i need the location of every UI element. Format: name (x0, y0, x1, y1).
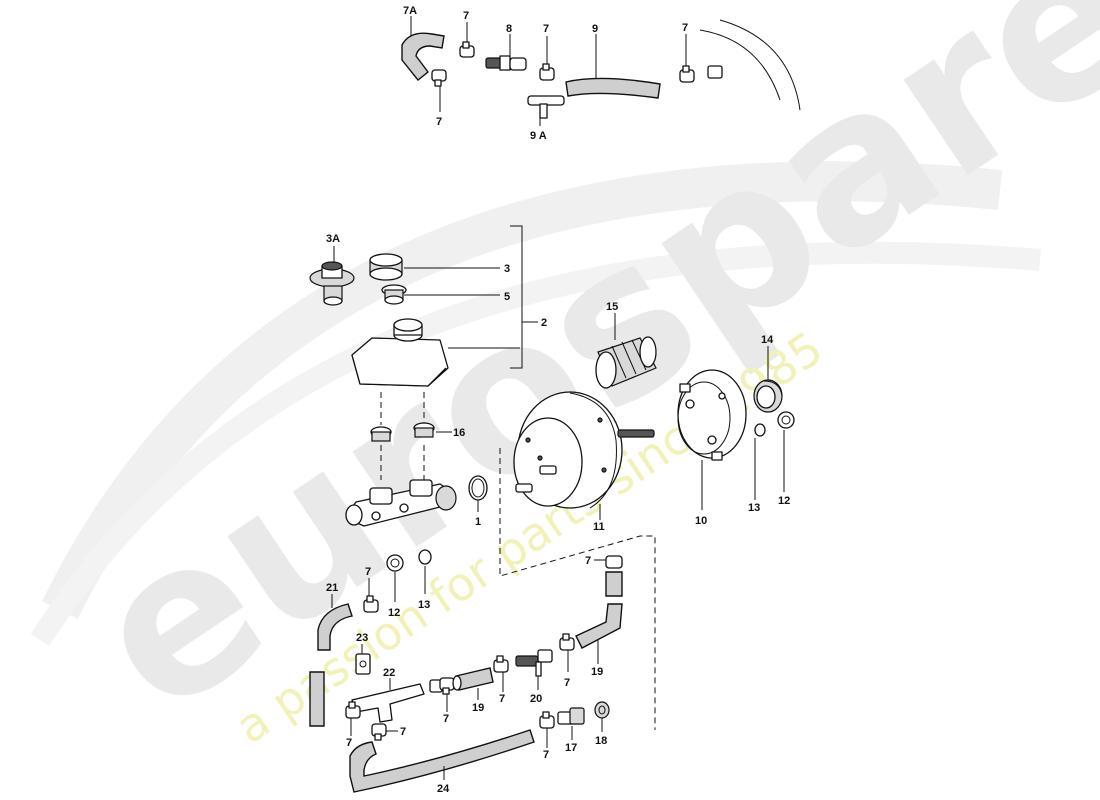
mounting-plate-10 (677, 369, 747, 461)
label-13: 13 (748, 502, 760, 514)
label-2: 2 (541, 317, 547, 329)
brake-booster-11 (513, 391, 655, 509)
connector-8 (485, 55, 527, 71)
seal-14 (753, 379, 783, 413)
grommet-18 (594, 701, 610, 719)
nut-12 (386, 554, 404, 572)
label-7: 7 (564, 677, 570, 689)
reservoir-group: 3A 3 5 2 (309, 225, 547, 387)
label-15: 15 (606, 301, 618, 313)
label-12: 12 (778, 495, 790, 507)
label-7: 7 (400, 726, 406, 738)
hose-clamp (371, 723, 387, 741)
cap-3 (369, 253, 403, 281)
hose-segment (605, 571, 623, 597)
hose-clamp (493, 655, 509, 673)
hose-24 (349, 729, 535, 793)
label-1: 1 (475, 516, 481, 528)
label-7: 7 (499, 693, 505, 705)
label-17: 17 (565, 742, 577, 754)
label-7: 7 (585, 555, 591, 567)
label-9a: 9 A (530, 130, 547, 142)
label-3a: 3A (326, 233, 340, 245)
hose-clamp (539, 711, 555, 729)
washer-13 (418, 549, 432, 565)
washer-13 (754, 423, 766, 437)
label-7: 7 (543, 23, 549, 35)
grommet-16 (413, 422, 435, 438)
label-7: 7 (463, 10, 469, 22)
hose-19 (455, 667, 494, 691)
hose-clamp (559, 633, 575, 651)
grommet-16 (370, 426, 392, 442)
hose-clamp (459, 41, 475, 58)
cap-with-sensor-3a (309, 261, 355, 306)
label-7: 7 (443, 713, 449, 725)
label-5: 5 (504, 291, 510, 303)
t-piece-9a (527, 95, 565, 119)
bellows-15 (595, 336, 657, 389)
label-11: 11 (593, 521, 605, 533)
label-7: 7 (543, 749, 549, 761)
label-22: 22 (383, 667, 395, 679)
connection-bracket (499, 448, 656, 730)
label-23: 23 (356, 632, 368, 644)
label-7: 7 (346, 737, 352, 749)
hose-segment (309, 671, 325, 727)
nut-12 (777, 411, 795, 429)
label-12: 12 (388, 607, 400, 619)
label-7: 7 (365, 566, 371, 578)
label-7: 7 (682, 22, 688, 34)
label-7: 7 (436, 116, 442, 128)
brake-booster-group: 15 11 10 (513, 301, 795, 533)
bracket-23 (355, 653, 371, 675)
master-cylinder-group: 16 1 (345, 392, 488, 528)
hose-clamp (363, 595, 379, 613)
label-20: 20 (530, 693, 542, 705)
bent-hose-19 (575, 603, 623, 649)
master-cylinder (345, 479, 457, 527)
label-19: 19 (591, 666, 603, 678)
label-3: 3 (504, 263, 510, 275)
hose-clamp (345, 701, 361, 719)
check-valve-20 (515, 649, 553, 677)
hose-clamp (439, 677, 455, 695)
label-10: 10 (695, 515, 707, 527)
t-connector-22 (351, 679, 443, 723)
bent-hose-7a (401, 32, 445, 81)
label-13: 13 (418, 599, 430, 611)
hose-clamp (605, 555, 623, 569)
reservoir-tank-2 (351, 318, 449, 387)
label-16: 16 (453, 427, 465, 439)
fitting-17 (557, 707, 585, 725)
label-21: 21 (326, 582, 338, 594)
label-19: 19 (472, 702, 484, 714)
label-8: 8 (506, 23, 512, 35)
label-14: 14 (761, 334, 774, 346)
hose-clamp (431, 69, 447, 87)
label-9: 9 (592, 23, 598, 35)
hose-clamp (539, 63, 555, 81)
top-vacuum-line-group: 7A 7 8 7 9 7 7 9 A (401, 5, 801, 142)
seal-5 (381, 284, 407, 305)
label-18: 18 (595, 735, 607, 747)
hose-clamp (679, 65, 695, 83)
lower-hose-group: 12 13 21 7 23 22 7 (309, 549, 623, 795)
hose-9 (565, 77, 661, 99)
bent-hose-21 (317, 603, 353, 651)
label-24: 24 (437, 783, 450, 795)
label-7a: 7A (403, 5, 417, 17)
